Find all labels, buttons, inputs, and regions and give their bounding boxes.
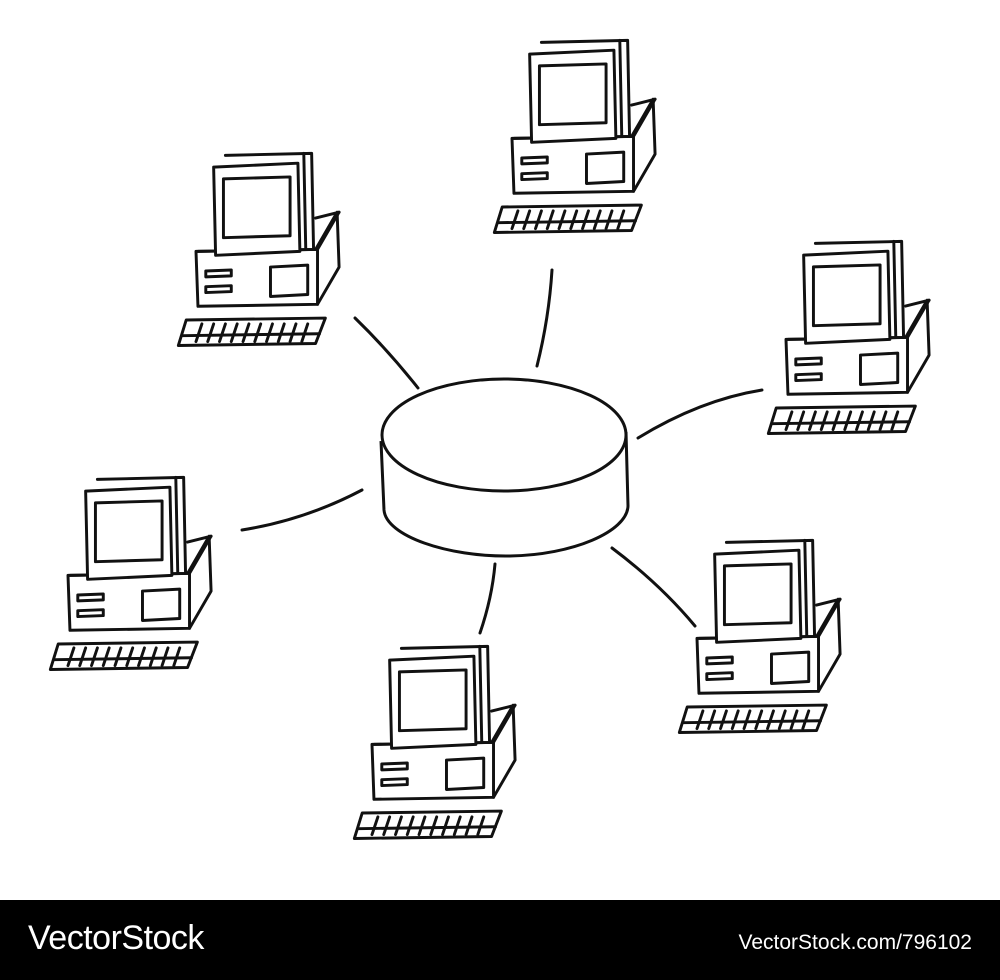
- computer-left: [48, 475, 213, 671]
- link-top-left: [353, 316, 420, 390]
- computer-bottom-right: [677, 538, 842, 734]
- watermark-image-id: VectorStock.com/796102: [738, 931, 972, 954]
- computer-right: [766, 239, 931, 435]
- computer-bottom: [352, 644, 517, 840]
- link-bottom: [478, 562, 497, 635]
- watermark-brand: VectorStock: [28, 919, 204, 957]
- connection-lines: [240, 268, 764, 635]
- link-top: [535, 268, 554, 368]
- link-right: [636, 388, 764, 440]
- network-diagram: [48, 38, 931, 840]
- computer-top-left: [176, 151, 341, 347]
- link-bottom-right: [610, 546, 697, 628]
- computer-top: [492, 38, 657, 234]
- watermark-bar: VectorStock VectorStock.com/796102: [0, 900, 1000, 980]
- link-left: [240, 488, 364, 532]
- hub-cylinder: [379, 377, 630, 558]
